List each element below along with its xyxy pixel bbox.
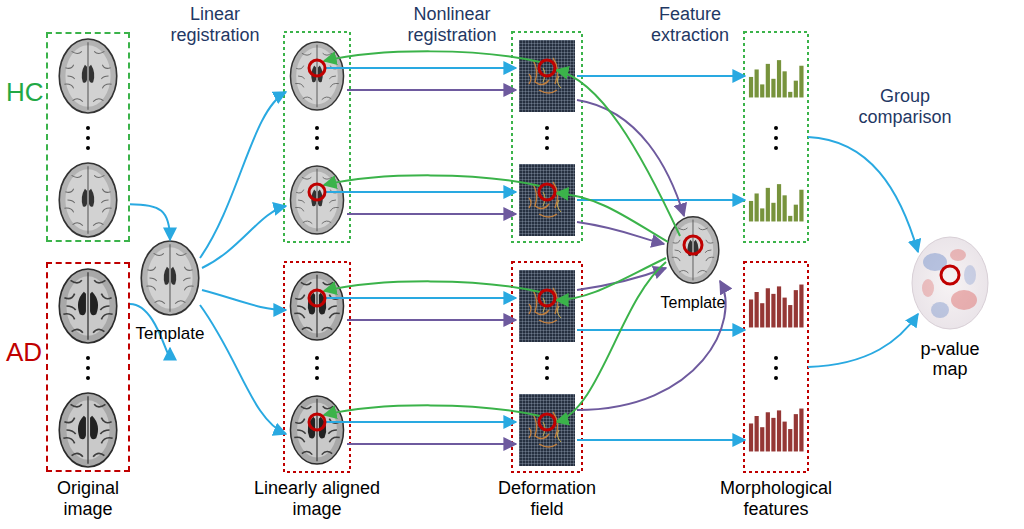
hc-group-box: HC xyxy=(46,32,130,242)
step-label: Linear registration xyxy=(160,4,270,45)
p-value-map: p-value map xyxy=(890,232,1010,382)
column-label: Deformation field xyxy=(492,478,602,519)
step-label: Feature extraction xyxy=(640,4,740,45)
column-label: Linearly aligned image xyxy=(242,478,392,519)
node-text: Template xyxy=(648,294,738,312)
step-label: Group comparison xyxy=(850,86,960,127)
ad-group-box: AD xyxy=(46,262,130,472)
column-label: Morphological features xyxy=(714,478,839,519)
step-label: Nonlinear registration xyxy=(392,4,512,45)
flow-arrow xyxy=(130,204,170,240)
node-text: Template xyxy=(130,324,210,344)
node-text: HC xyxy=(6,78,44,108)
node-text: p-value map xyxy=(910,339,990,380)
column-label: Original image xyxy=(48,478,128,519)
template-brain: Template xyxy=(130,238,210,346)
template-brain: Template xyxy=(648,214,738,314)
node-text: AD xyxy=(6,338,42,368)
